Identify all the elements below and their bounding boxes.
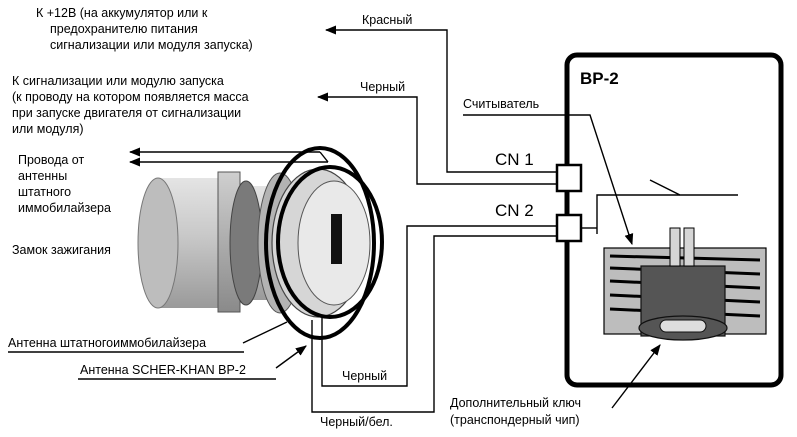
scher-khan-antenna-ring: [276, 165, 384, 319]
lock-label: Замок зажигания: [12, 243, 111, 257]
extra-key-label-1: Дополнительный ключ: [450, 396, 581, 410]
cn1-label: CN 1: [495, 150, 534, 169]
cn1-connector: [555, 163, 583, 193]
red-wire-label: Красный: [362, 13, 412, 27]
top-left-label-1: К +12В (на аккумулятор или к: [36, 6, 208, 20]
black-wire-top-label: Черный: [360, 80, 405, 94]
antenna-wires-label-4: иммобилайзера: [18, 201, 111, 215]
black-white-wire-label: Черный/бел.: [320, 415, 393, 429]
ground-label-3: при запуске двигателя от сигнализации: [12, 106, 241, 120]
ground-label-2: (к проводу на котором появляется масса: [12, 90, 249, 104]
ignition-lock: [137, 168, 371, 318]
standard-antenna-ring: [264, 146, 376, 340]
scher-antenna-label: Антенна SCHER-KHAN BP-2: [80, 363, 246, 377]
wires: [128, 25, 557, 413]
extra-key-label-2: (транспондерный чип): [450, 413, 580, 427]
reader-label: Считыватель: [463, 97, 539, 111]
cn2-label: CN 2: [495, 201, 534, 220]
antenna-wires-label-1: Провода от: [18, 153, 84, 167]
bp2-unit: [463, 52, 784, 409]
key-slot: [331, 214, 342, 264]
scher-antenna-leader: [275, 345, 307, 369]
ground-label-4: или модуля): [12, 122, 84, 136]
std-antenna-leader: [242, 321, 288, 344]
antenna-wires-label-2: антенны: [18, 169, 67, 183]
black-wire-bottom-label: Черный: [342, 369, 387, 383]
top-left-label-3: сигнализации или модуля запуска): [50, 38, 253, 52]
ground-label-1: К сигнализации или модулю запуска: [12, 74, 224, 88]
cn2-connector: [555, 213, 583, 243]
antenna-wires-label-3: штатного: [18, 185, 71, 199]
unit-title: BP-2: [580, 69, 619, 88]
top-left-label-2: предохранителю питания: [50, 22, 198, 36]
std-antenna-label: Антенна штатногоиммобилайзера: [8, 336, 206, 350]
